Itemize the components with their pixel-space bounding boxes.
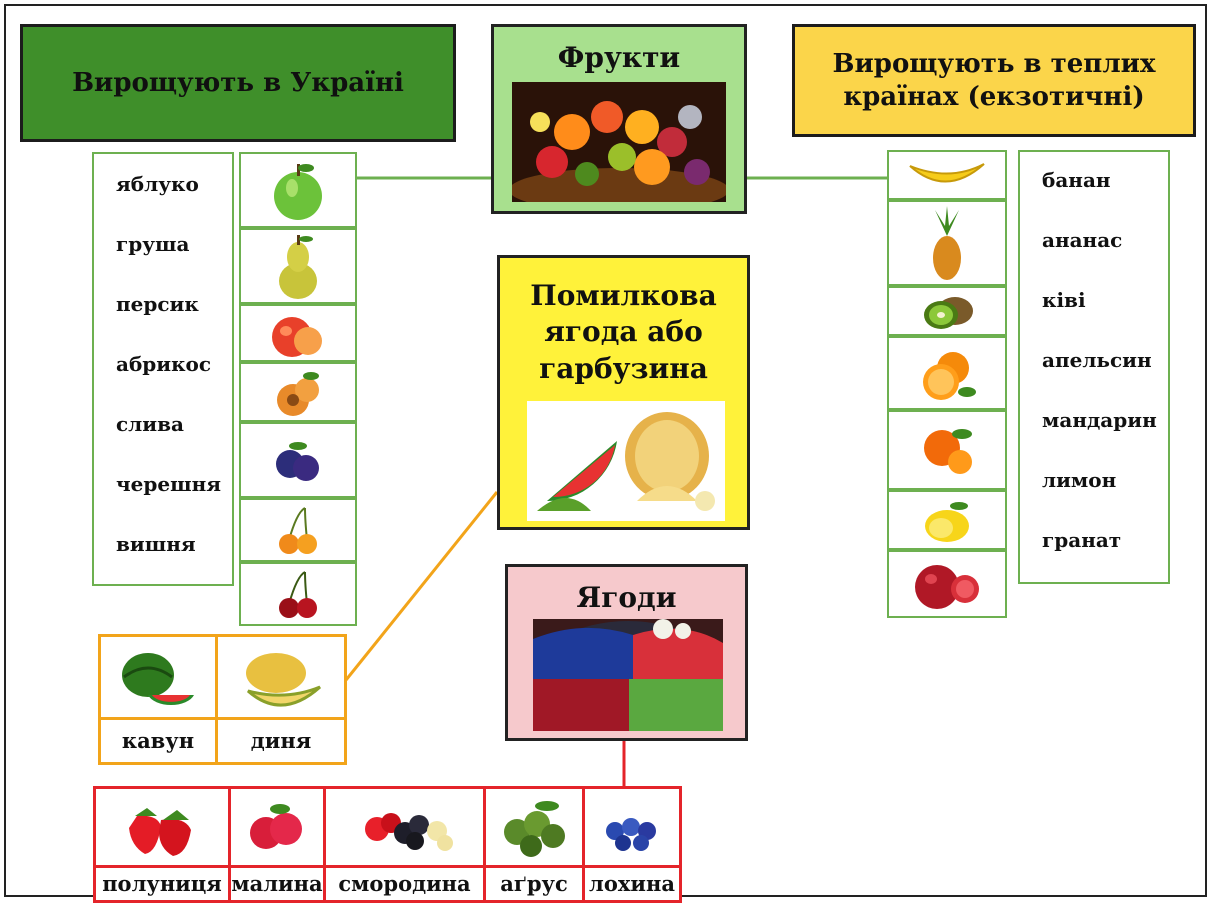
list-item: слива: [116, 412, 184, 436]
blueberry-label: лохина: [582, 865, 682, 903]
raspberry-label: малина: [228, 865, 326, 903]
gooseberry-label-text: аґрус: [500, 870, 568, 896]
currant-label-text: смородина: [338, 870, 471, 896]
list-item: гранат: [1042, 528, 1122, 552]
list-item: банан: [1042, 168, 1111, 192]
heading-exotic-text: Вирощують в теплих країнах (екзотичні): [832, 49, 1156, 112]
mandarin-icon: [887, 410, 1007, 490]
melon-label: диня: [215, 717, 347, 765]
banana-icon: [887, 150, 1007, 200]
heading-ukraine-text: Вирощують в Україні: [72, 67, 404, 98]
melon-icon: [215, 634, 347, 720]
list-item: вишня: [116, 532, 196, 556]
strawberry-icon: [93, 786, 231, 868]
sweet-cherry-icon: [239, 498, 357, 562]
pineapple-icon: [887, 200, 1007, 286]
false-berry-title: Помилкова ягода або гарбузина: [530, 279, 717, 385]
lemon-icon: [887, 490, 1007, 550]
connector-falseberry-melons: [344, 491, 499, 681]
list-item: апельсин: [1042, 348, 1152, 372]
blueberry-label-text: лохина: [589, 870, 675, 896]
raspberry-label-text: малина: [231, 870, 323, 896]
peach-icon: [239, 304, 357, 362]
mixed-berries-image: [533, 619, 723, 731]
list-item: мандарин: [1042, 408, 1157, 432]
berries-node: Ягоди: [505, 564, 748, 741]
berries-title: Ягоди: [576, 581, 677, 614]
list-item: лимон: [1042, 468, 1117, 492]
plum-icon: [239, 422, 357, 498]
melon-label-text: диня: [250, 727, 312, 753]
currant-icon: [323, 786, 486, 868]
list-item: груша: [116, 232, 190, 256]
list-item: абрикос: [116, 352, 212, 376]
pomegranate-icon: [887, 550, 1007, 618]
list-item: ананас: [1042, 228, 1123, 252]
gooseberry-label: аґрус: [483, 865, 585, 903]
kiwi-icon: [887, 286, 1007, 336]
ukraine-fruit-list: яблуко груша персик абрикос слива черешн…: [92, 152, 234, 586]
list-item: яблуко: [116, 172, 199, 196]
gooseberry-icon: [483, 786, 585, 868]
blueberry-icon: [582, 786, 682, 868]
currant-label: смородина: [323, 865, 486, 903]
apricot-icon: [239, 362, 357, 422]
watermelon-icon: [98, 634, 218, 720]
heading-exotic: Вирощують в теплих країнах (екзотичні): [792, 24, 1196, 137]
watermelon-melon-image: [527, 401, 725, 521]
fruits-node: Фрукти: [491, 24, 747, 214]
orange-icon: [887, 336, 1007, 410]
strawberry-label-text: полуниця: [102, 870, 222, 896]
list-item: персик: [116, 292, 199, 316]
watermelon-label: кавун: [98, 717, 218, 765]
list-item: ківі: [1042, 288, 1086, 312]
heading-ukraine: Вирощують в Україні: [20, 24, 456, 142]
raspberry-icon: [228, 786, 326, 868]
exotic-fruit-list: банан ананас ківі апельсин мандарин лимо…: [1018, 150, 1170, 584]
strawberry-label: полуниця: [93, 865, 231, 903]
fruit-basket-image: [512, 82, 726, 202]
cherry-icon: [239, 562, 357, 626]
pear-icon: [239, 228, 357, 304]
watermelon-label-text: кавун: [121, 727, 195, 753]
apple-icon: [239, 152, 357, 228]
list-item: черешня: [116, 472, 221, 496]
fruits-title: Фрукти: [557, 41, 681, 74]
false-berry-node: Помилкова ягода або гарбузина: [497, 255, 750, 530]
